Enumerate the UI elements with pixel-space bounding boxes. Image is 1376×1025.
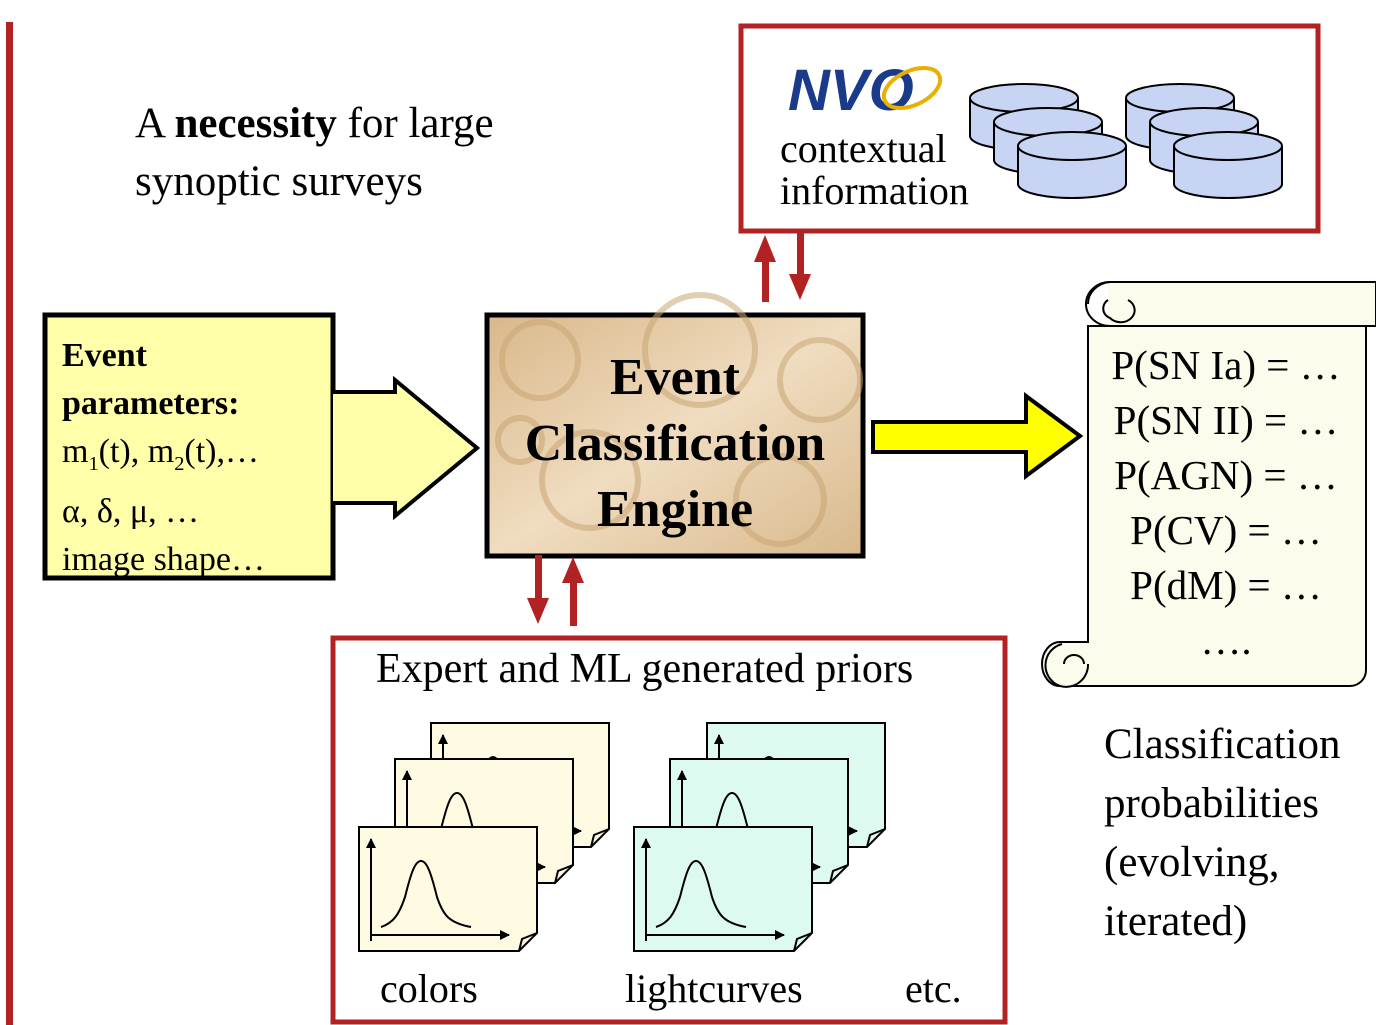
priors-frame [330,635,1008,1025]
contextual-information-label: contextual information [780,126,969,213]
output-arrow [871,392,1084,480]
priors-title: Expert and ML generated priors [376,646,914,692]
probabilities-list: P(SN Ia) = … P(SN II) = … P(AGN) = … P(C… [1090,338,1362,668]
probability-item: P(SN Ia) = … [1111,342,1341,388]
probability-item: P(CV) = … [1130,507,1322,553]
lightcurves-label: lightcurves [625,966,803,1011]
etc-label: etc. [905,966,962,1011]
colors-cards [359,723,609,951]
intro-text: A necessity for large synoptic surveys [135,100,494,205]
context-arrows [754,232,811,302]
context-frame [738,23,1321,234]
nvo-logo: NVO [788,58,943,123]
lightcurves-cards [634,723,885,951]
input-arrow [333,375,481,521]
event-parameters-text: Event parameters: m1(t), m2(t),… α, δ, μ… [62,337,265,578]
priors-arrows [527,555,584,626]
left-rule [6,22,13,1025]
probability-item: P(SN II) = … [1113,397,1339,443]
classification-engine-box [484,292,866,559]
probabilities-caption: Classification probabilities (evolving, … [1104,721,1341,945]
probability-item: P(dM) = … [1130,562,1322,608]
database-icons [969,83,1283,199]
probability-item: P(AGN) = … [1114,452,1338,498]
svg-text:NVO: NVO [788,58,914,123]
engine-title: Event Classification Engine [524,349,826,538]
probabilities-scroll [1041,281,1376,688]
probability-item: …. [1200,617,1252,663]
colors-label: colors [380,966,478,1011]
event-parameters-box [42,312,336,581]
